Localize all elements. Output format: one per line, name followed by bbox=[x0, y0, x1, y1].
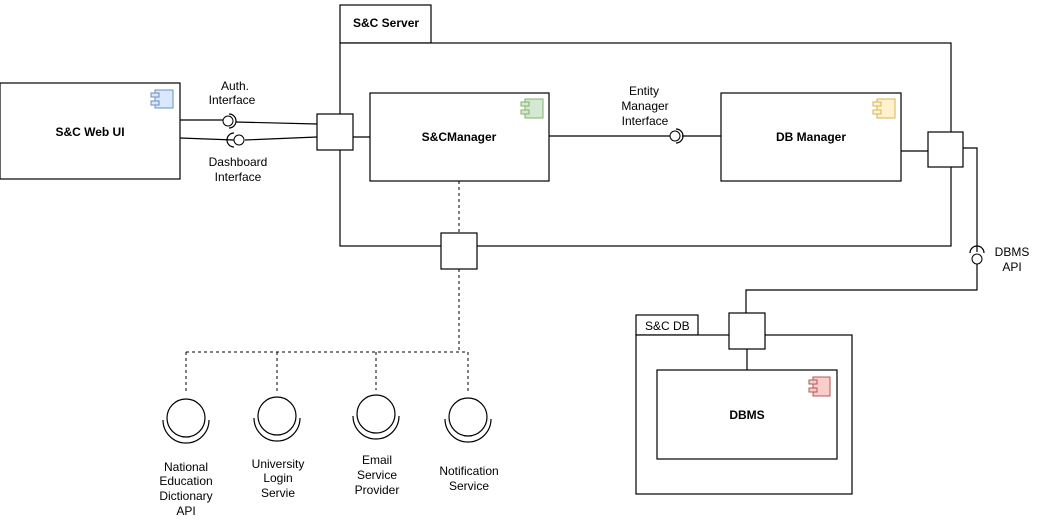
db-manager-component[interactable]: DB Manager bbox=[720, 92, 902, 182]
db-manager-component-icon bbox=[872, 98, 896, 119]
sc-manager-label: S&CManager bbox=[422, 130, 497, 144]
entity-manager-label-3: Interface bbox=[622, 114, 669, 128]
server-package-label: S&C Server bbox=[353, 16, 419, 30]
dbms-api-label-2: API bbox=[1002, 260, 1021, 274]
web-ui-label: S&C Web UI bbox=[55, 125, 124, 139]
dbms-api-label-1: DBMS bbox=[995, 245, 1030, 259]
db-package-label: S&C DB bbox=[645, 319, 690, 333]
sc-manager-component[interactable]: S&CManager bbox=[369, 92, 550, 182]
server-web-port bbox=[316, 113, 354, 151]
dbms-component-icon bbox=[808, 376, 831, 397]
service-label: Education bbox=[159, 474, 212, 488]
web-ui-component-icon bbox=[150, 89, 174, 109]
service-label: Notification bbox=[439, 464, 498, 478]
server-external-port bbox=[440, 232, 478, 270]
service-label: API bbox=[176, 504, 195, 518]
auth-interface-label-2: Interface bbox=[209, 93, 256, 107]
service-label: Service bbox=[357, 468, 397, 482]
dbms-api-connector bbox=[745, 147, 985, 313]
entity-manager-label-1: Entity bbox=[629, 84, 659, 98]
dbms-label: DBMS bbox=[729, 408, 764, 422]
auth-interface-connector bbox=[180, 113, 318, 129]
service-label: Servie bbox=[261, 486, 295, 500]
external-service-notification[interactable] bbox=[444, 397, 492, 443]
external-service-email[interactable] bbox=[352, 394, 400, 440]
external-services-connectors bbox=[185, 269, 469, 394]
service-label: National bbox=[164, 460, 208, 474]
service-label: University bbox=[252, 457, 305, 471]
service-label: Provider bbox=[355, 483, 400, 497]
external-service-university-login[interactable] bbox=[253, 396, 301, 442]
service-label: Login bbox=[263, 471, 292, 485]
entity-manager-interface-connector bbox=[549, 128, 721, 144]
server-db-port bbox=[927, 131, 964, 168]
service-label: Email bbox=[362, 453, 392, 467]
entity-manager-label-2: Manager bbox=[621, 99, 668, 113]
dashboard-interface-label-1: Dashboard bbox=[209, 155, 268, 169]
db-manager-label: DB Manager bbox=[776, 130, 846, 144]
external-service-national-education[interactable] bbox=[162, 398, 210, 444]
web-ui-component[interactable]: S&C Web UI bbox=[0, 82, 181, 180]
db-port bbox=[728, 312, 766, 350]
dashboard-interface-connector bbox=[179, 132, 318, 148]
auth-interface-label-1: Auth. bbox=[221, 79, 249, 93]
service-label: Service bbox=[449, 479, 489, 493]
dashboard-interface-label-2: Interface bbox=[215, 170, 262, 184]
dbms-component[interactable]: DBMS bbox=[656, 369, 838, 460]
sc-manager-component-icon bbox=[520, 98, 544, 119]
service-label: Dictionary bbox=[159, 489, 212, 503]
